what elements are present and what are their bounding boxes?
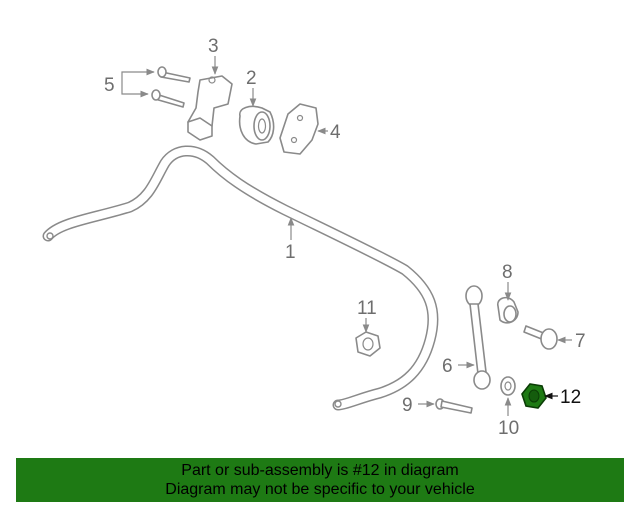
callout-12: 12 xyxy=(560,387,581,408)
mounting-plate[interactable] xyxy=(279,103,319,155)
banner-line-2: Diagram may not be specific to your vehi… xyxy=(165,481,475,498)
callout-3: 3 xyxy=(208,36,219,57)
parts-diagram: 1 2 3 4 5 6 7 xyxy=(42,36,586,439)
bushing-bracket[interactable] xyxy=(187,75,233,141)
info-banner: Part or sub-assembly is #12 in diagram D… xyxy=(16,458,624,502)
banner-line-1: Part or sub-assembly is #12 in diagram xyxy=(181,462,459,479)
callout-9: 9 xyxy=(402,395,413,416)
link-bushing[interactable] xyxy=(497,296,519,324)
stabilizer-bar[interactable] xyxy=(42,145,439,411)
callout-4: 4 xyxy=(330,122,341,143)
link-nut-highlighted[interactable] xyxy=(521,383,547,409)
lower-link-bolt[interactable] xyxy=(435,398,473,414)
stabilizer-bushing[interactable] xyxy=(238,105,275,145)
bracket-bolt[interactable] xyxy=(151,66,191,108)
callout-1: 1 xyxy=(285,242,296,263)
callout-7: 7 xyxy=(575,331,586,352)
callout-6: 6 xyxy=(442,356,453,377)
hex-nut[interactable] xyxy=(355,331,381,357)
callout-10: 10 xyxy=(498,418,519,439)
washer[interactable] xyxy=(500,376,516,396)
callout-2: 2 xyxy=(246,68,257,89)
callout-8: 8 xyxy=(502,262,513,283)
callout-5: 5 xyxy=(104,75,115,96)
stabilizer-link[interactable] xyxy=(465,285,491,390)
link-bolt[interactable] xyxy=(523,325,558,350)
callout-11: 11 xyxy=(357,298,377,319)
